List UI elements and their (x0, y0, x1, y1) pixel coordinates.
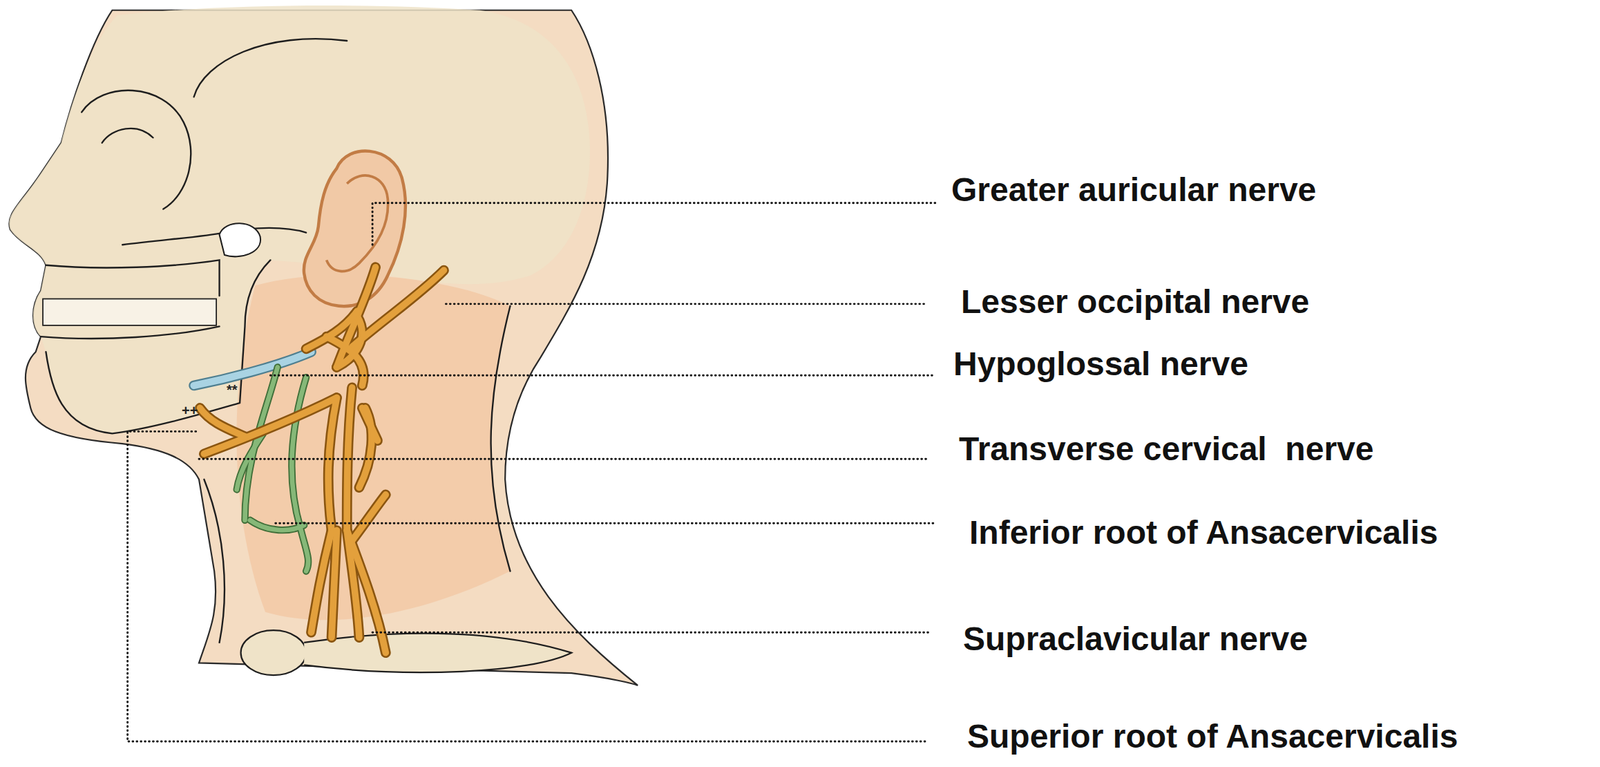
nerve-label: Transverse cervical nerve (958, 429, 1374, 468)
callout-mark: ++ (181, 402, 198, 419)
plexus-fill (328, 397, 337, 531)
leader-line (445, 302, 927, 305)
plexus-cord (200, 407, 246, 436)
plexus-fill (331, 530, 337, 638)
hypoglossal-nerve-fill (194, 351, 312, 386)
callout-mark: ** (226, 382, 238, 398)
ansa-loop-fill (250, 520, 304, 530)
leader-line (198, 458, 929, 461)
leader-bracket (127, 431, 928, 742)
plexus-fill (346, 530, 386, 653)
plexus-cord (352, 270, 445, 347)
orbit (81, 90, 191, 210)
cranium-line (194, 38, 348, 97)
plexus-fill (352, 270, 445, 347)
back-of-neck (491, 306, 511, 572)
ansa-superior-fill (244, 366, 278, 520)
nerve-label: Inferior root of Ansacervicalis (969, 513, 1438, 552)
neck-front (203, 479, 225, 643)
nerve-label: Supraclavicular nerve (963, 619, 1308, 658)
hypoglossal-nerve (194, 351, 312, 386)
ansa-loop (250, 520, 304, 530)
nerve-label: Lesser occipital nerve (960, 282, 1310, 321)
mandible (45, 259, 271, 434)
plexus-fill (352, 494, 387, 541)
leader-line (372, 631, 929, 634)
plexus-fill (310, 530, 332, 633)
ear (303, 150, 406, 307)
leader-line (372, 203, 937, 246)
plexus-fill (306, 310, 358, 349)
clavicle (303, 633, 572, 673)
plexus-fill (200, 407, 246, 436)
leader-line (270, 374, 933, 377)
plexus-cord (328, 397, 337, 531)
zygomatic-arch (122, 227, 307, 245)
plexus-cord (352, 494, 387, 541)
plexus-fill (326, 336, 365, 386)
nerve-label: Hypoglossal nerve (953, 344, 1249, 383)
maxilla (45, 259, 219, 296)
mandible-notch (40, 326, 219, 339)
teeth (42, 298, 217, 325)
ear-canal (219, 223, 261, 257)
ansa-inferior (291, 377, 309, 571)
nerve-label: Superior root of Ansacervicalis (967, 717, 1458, 756)
ear-inner (326, 175, 389, 272)
orbit-inner (102, 128, 154, 144)
ansa-superior (244, 366, 278, 520)
leader-line (275, 522, 937, 525)
plexus-cord (346, 530, 386, 653)
nerve-label: Greater auricular nerve (951, 170, 1317, 209)
clavicle-end (241, 630, 307, 675)
ansa-inferior-fill (291, 377, 309, 571)
plexus-cord (331, 530, 337, 638)
plexus-fill (362, 407, 378, 441)
